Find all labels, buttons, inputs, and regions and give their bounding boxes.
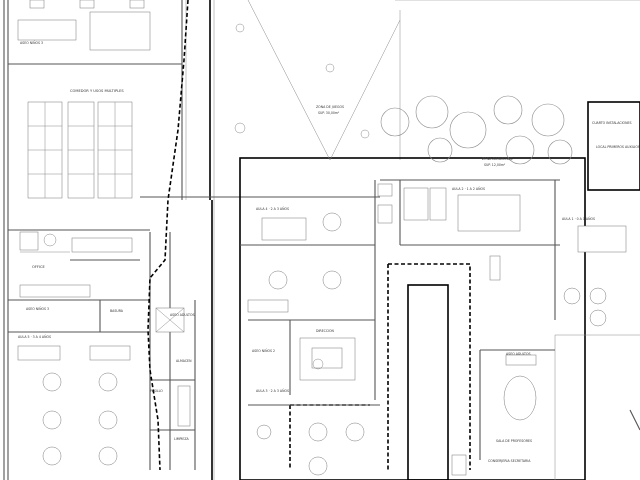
label-aseo-adultos-left: ASEO ADULTOS xyxy=(170,313,195,317)
label-basura: BASURA xyxy=(110,309,124,313)
label-pasillo-left: PASILLO xyxy=(150,389,163,393)
garden-trees xyxy=(380,95,573,165)
label-zona-almacenaje: ZONA ALMACENAJE xyxy=(482,157,513,161)
label-local: LOCAL PRIMEROS AUXILIOS xyxy=(596,145,640,149)
label-zona-almacenaje-area: SUP. 12,00m² xyxy=(484,163,506,167)
play-zone xyxy=(234,0,401,161)
center-wing xyxy=(240,179,627,480)
label-limpieza: LIMPIEZA xyxy=(174,437,190,441)
label-direccion: DIRECCION xyxy=(316,329,335,333)
label-aseo-adultos-right: ASEO ADULTOS xyxy=(506,352,531,356)
left-wing xyxy=(8,0,196,470)
left-classroom-tables xyxy=(17,345,131,466)
label-aula-right-top: AULA 2 · 1 A 2 AÑOS xyxy=(452,186,485,191)
dining-tables xyxy=(27,101,133,199)
evacuation-routes xyxy=(147,0,471,471)
label-cuarto: CUARTO INSTALACIONES xyxy=(592,121,632,125)
label-aula-bottom-center: AULA 3 · 2 A 3 AÑOS xyxy=(256,388,289,393)
label-aseo-ninos-center: ASEO NIÑOS 2 xyxy=(252,348,275,353)
label-zona-juegos: ZONA DE JUEGOS xyxy=(316,105,344,109)
label-aseo-ninos-top: ASEO NIÑOS 3 xyxy=(20,40,43,45)
label-sala-profesores: SALA DE PROFESORES xyxy=(496,439,532,443)
label-office: OFFICE xyxy=(32,265,46,269)
label-zona-juegos-area: SUP. 30,00m² xyxy=(318,111,340,115)
label-conserjeria: CONSERJERIA SECRETARIA xyxy=(488,459,531,463)
label-aula-mid-top: AULA 4 · 2 A 3 AÑOS xyxy=(256,206,289,211)
room-labels: COMEDOR Y USOS MULTIPLES ASEO NIÑOS 3 OF… xyxy=(18,40,640,463)
label-aula-far-right: AULA 1 · 0 A 1 AÑOS xyxy=(562,216,595,221)
label-almacen: ALMACEN xyxy=(176,359,192,363)
label-aseo-ninos-mid: ASEO NIÑOS 3 xyxy=(26,306,49,311)
label-aula-left: AULA 5 · 3 A 4 AÑOS xyxy=(18,334,51,339)
label-comedor: COMEDOR Y USOS MULTIPLES xyxy=(70,89,124,93)
